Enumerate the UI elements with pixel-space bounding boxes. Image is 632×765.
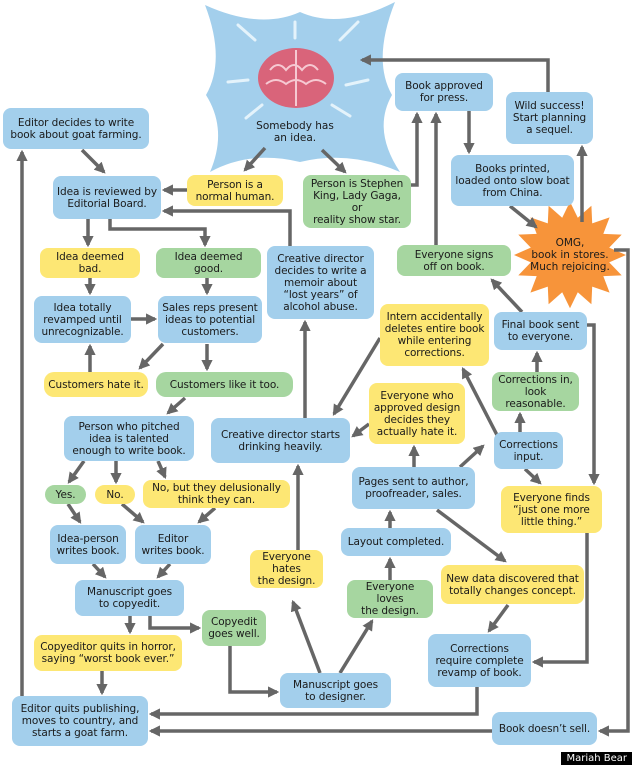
flow-arrow (332, 337, 382, 416)
node-goat-farming-idea: Editor decides to write book about goat … (3, 108, 149, 149)
node-deemed-good: Idea deemed good. (156, 248, 261, 278)
flow-arrow (161, 205, 292, 246)
node-to-copyedit: Manuscript goes to copyedit. (75, 580, 184, 616)
node-answer-yes: Yes. (45, 485, 86, 504)
node-corrections-in: Corrections in, look reasonable. (492, 372, 579, 411)
flow-arrow (148, 687, 479, 720)
node-everyone-loves-design: Everyone loves the design. (347, 580, 433, 618)
flow-arrow (66, 503, 82, 524)
flow-arrow (490, 278, 524, 314)
node-copyeditor-quits: Copyeditor quits in horror, saying “wors… (34, 635, 182, 671)
node-signs-off: Everyone signs off on book. (397, 245, 511, 276)
node-sales-reps: Sales reps present ideas to potential cu… (158, 296, 262, 343)
node-customers-like: Customers like it too. (156, 372, 293, 397)
flow-arrow (338, 619, 374, 674)
flow-arrow (320, 148, 347, 174)
flow-arrow (523, 467, 542, 485)
flow-arrow (156, 562, 172, 579)
flow-arrow (120, 502, 145, 524)
flow-arrow (156, 460, 167, 480)
node-layout-completed: Layout completed. (341, 528, 451, 556)
node-memoir: Creative director decides to write a mem… (267, 246, 374, 319)
node-editorial-review: Idea is reviewed by Editorial Board. (53, 176, 161, 219)
flow-arrow (587, 323, 600, 486)
node-approved-for-press: Book approved for press. (395, 73, 493, 111)
flow-arrow (228, 646, 280, 698)
author-credit: Mariah Bear (561, 752, 632, 765)
flow-arrow (458, 444, 485, 469)
flow-arrow (290, 599, 322, 674)
brain-icon (258, 48, 334, 108)
node-corrections-input: Corrections input. (494, 432, 563, 469)
node-copyedit-well: Copyedit goes well. (202, 610, 266, 646)
flow-arrow (197, 506, 217, 524)
flow-arrow (351, 422, 371, 438)
flow-arrow (487, 603, 510, 633)
flow-arrow (411, 111, 423, 187)
node-intern-deletes: Intern accidentally deletes entire book … (380, 304, 489, 366)
node-books-printed: Books printed, loaded onto slow boat fro… (451, 155, 574, 206)
flow-arrow (461, 367, 499, 436)
flow-arrow (67, 459, 86, 484)
node-final-book-sent: Final book sent to everyone. (494, 312, 587, 350)
node-celebrity: Person is Stephen King, Lady Gaga, or re… (303, 175, 411, 228)
node-one-more-thing: Everyone finds “just one more little thi… (501, 486, 602, 533)
node-director-drinking: Creative director starts drinking heavil… (211, 418, 350, 463)
node-to-designer: Manuscript goes to designer. (280, 673, 391, 708)
flow-arrow (91, 562, 107, 579)
flow-arrow (166, 396, 187, 415)
node-normal-human: Person is a normal human. (187, 175, 283, 206)
flow-arrow (531, 533, 589, 668)
flow-arrow (359, 54, 550, 92)
node-editor-writes: Editor writes book. (135, 525, 211, 564)
node-revamped: Idea totally revamped until unrecognizab… (34, 296, 131, 343)
node-deemed-bad: Idea deemed bad. (40, 248, 140, 278)
flow-arrow (435, 508, 507, 563)
node-wild-success: Wild success! Start planning a sequel. (506, 92, 593, 144)
flow-arrow (138, 342, 165, 370)
flow-arrow (508, 204, 538, 229)
flow-arrow (148, 616, 202, 634)
start-node: Somebody has an idea. (256, 120, 334, 144)
flow-arrow (243, 146, 267, 172)
node-answer-delusional: No, but they delusionally think they can… (143, 480, 290, 508)
omg-node: OMG, book in stores. Much rejoicing. (530, 237, 610, 273)
node-new-data: New data discovered that totally changes… (441, 565, 584, 604)
flow-arrow (108, 219, 211, 248)
node-pages-sent: Pages sent to author, proofreader, sales… (352, 467, 475, 509)
node-answer-no: No. (95, 485, 135, 504)
node-everyone-hates-design: Everyone hates the design. (250, 550, 323, 588)
flow-arrow (80, 148, 106, 174)
node-customers-hate: Customers hate it. (44, 372, 148, 397)
node-idea-person-writes: Idea-person writes book. (50, 525, 126, 564)
node-complete-revamp: Corrections require complete revamp of b… (428, 634, 531, 687)
omg-starburst (514, 201, 626, 309)
flow-arrow (597, 248, 630, 737)
node-talented-pitcher: Person who pitched idea is talented enou… (64, 416, 194, 461)
node-approvers-hate-design: Everyone who approved design decides the… (369, 383, 465, 444)
node-doesnt-sell: Book doesn’t sell. (492, 712, 597, 745)
node-editor-quits: Editor quits publishing, moves to countr… (12, 696, 148, 746)
